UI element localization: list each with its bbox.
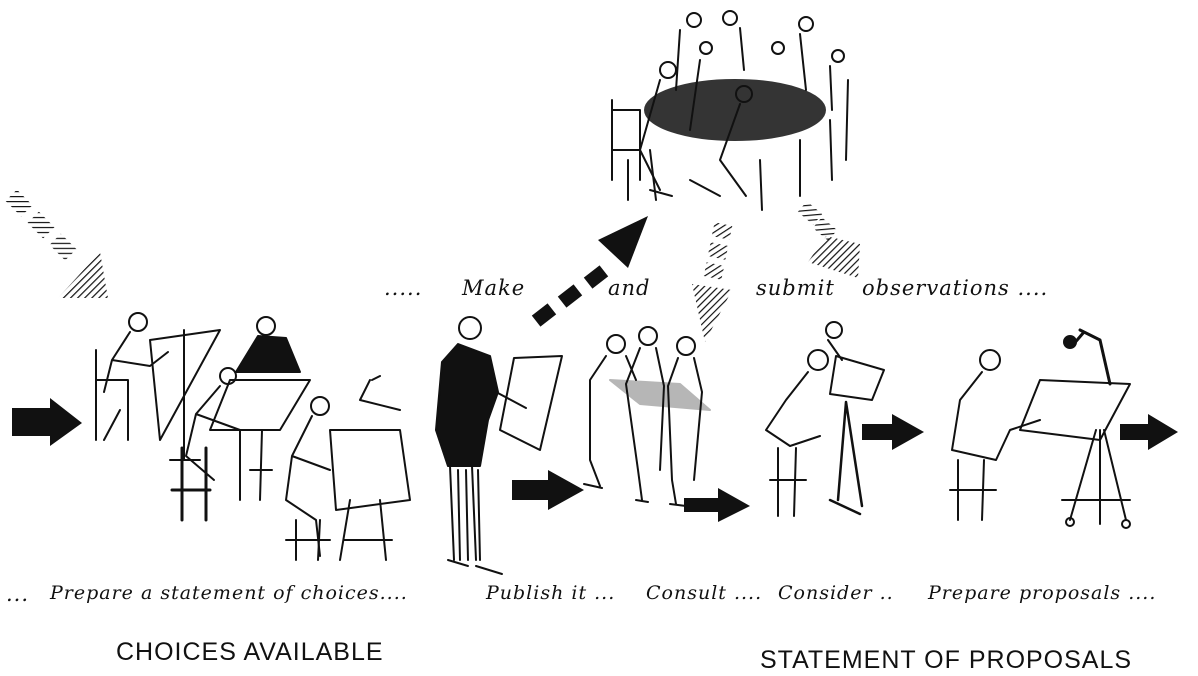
caption-statement-of-proposals: STATEMENT OF PROPOSALS — [760, 646, 1133, 674]
presenter-sketch — [435, 316, 563, 575]
consultation-group-sketch — [583, 326, 711, 507]
step-consider: Consider .. — [778, 582, 894, 604]
arrow-right-icon-1 — [12, 398, 82, 446]
arrow-right-icon-2 — [512, 470, 584, 510]
hatched-arrow-topleft-icon — [5, 189, 108, 298]
top-line-observations: observations .... — [862, 276, 1049, 300]
arrow-right-icon-4 — [862, 414, 924, 450]
step-prepare-statement: Prepare a statement of choices.... — [50, 582, 408, 604]
step-publish: Publish it ... — [486, 582, 616, 604]
caption-choices-available: CHOICES AVAILABLE — [116, 638, 384, 666]
committee-meeting-sketch — [611, 10, 849, 211]
hatched-arrow-down-icon — [692, 222, 733, 342]
drafting-team-sketch — [95, 312, 411, 561]
arrow-right-icon-3 — [684, 488, 750, 522]
step-consult: Consult .... — [646, 582, 763, 604]
reviewer-sketch — [765, 321, 885, 517]
top-line-dots: ..... — [384, 276, 423, 300]
dashed-arrow-up-icon — [531, 216, 648, 327]
bottom-line-lead: ... — [6, 582, 30, 606]
hatched-arrow-right-down-icon — [797, 201, 860, 278]
step-prepare-proposals: Prepare proposals .... — [928, 582, 1157, 604]
top-line-submit: submit — [756, 276, 835, 300]
top-line-make: Make — [462, 276, 526, 300]
top-line-and: and — [608, 276, 651, 300]
arrow-right-icon-5 — [1120, 414, 1178, 450]
draftsman-sketch — [949, 328, 1131, 529]
